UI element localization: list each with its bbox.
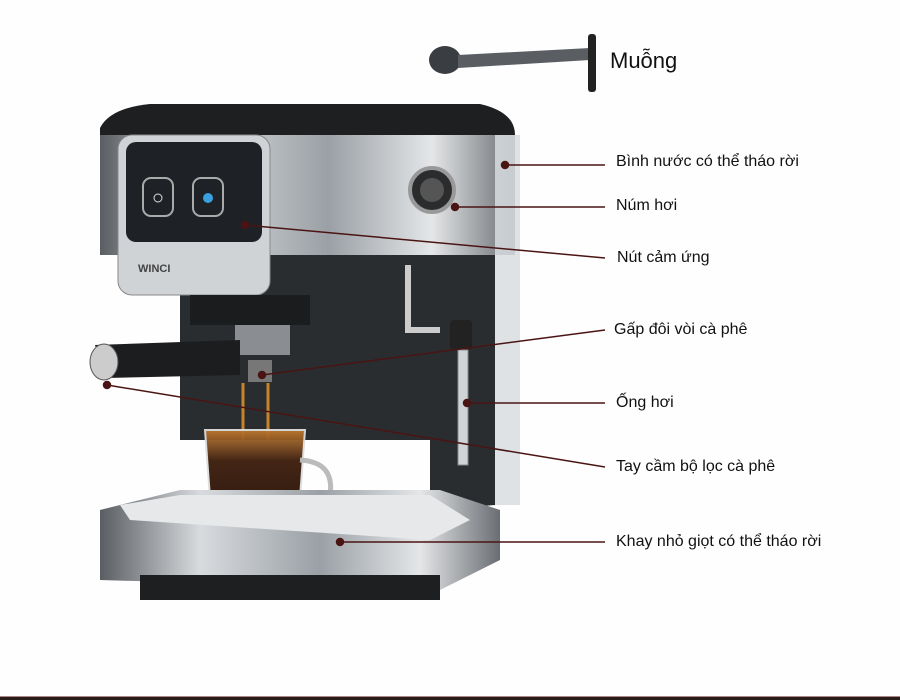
callout-steam-wand: Ống hơi [616, 394, 674, 411]
callout-touch-buttons: Nút cảm ứng [617, 249, 710, 266]
callout-double-spout: Gấp đôi vòi cà phê [614, 321, 748, 338]
coffee-button [192, 177, 224, 217]
callout-water-tank: Bình nước có thể tháo rời [616, 153, 799, 170]
callout-steam-knob: Núm hơi [616, 197, 678, 214]
callout-portafilter-handle: Tay cầm bộ lọc cà phê [616, 458, 776, 475]
scoop-icon [429, 34, 596, 92]
leader-lines [102, 160, 606, 547]
bottom-divider [0, 696, 900, 700]
water-tank [495, 135, 520, 505]
steam-wand [457, 349, 469, 466]
callout-drip-tray: Khay nhỏ giọt có thể tháo rời [616, 533, 822, 550]
brand-logo: WINCI [138, 263, 170, 275]
portafilter-handle [95, 340, 240, 378]
machine-top [100, 104, 515, 135]
power-button [142, 177, 174, 217]
scoop-label: Muỗng [610, 48, 678, 73]
